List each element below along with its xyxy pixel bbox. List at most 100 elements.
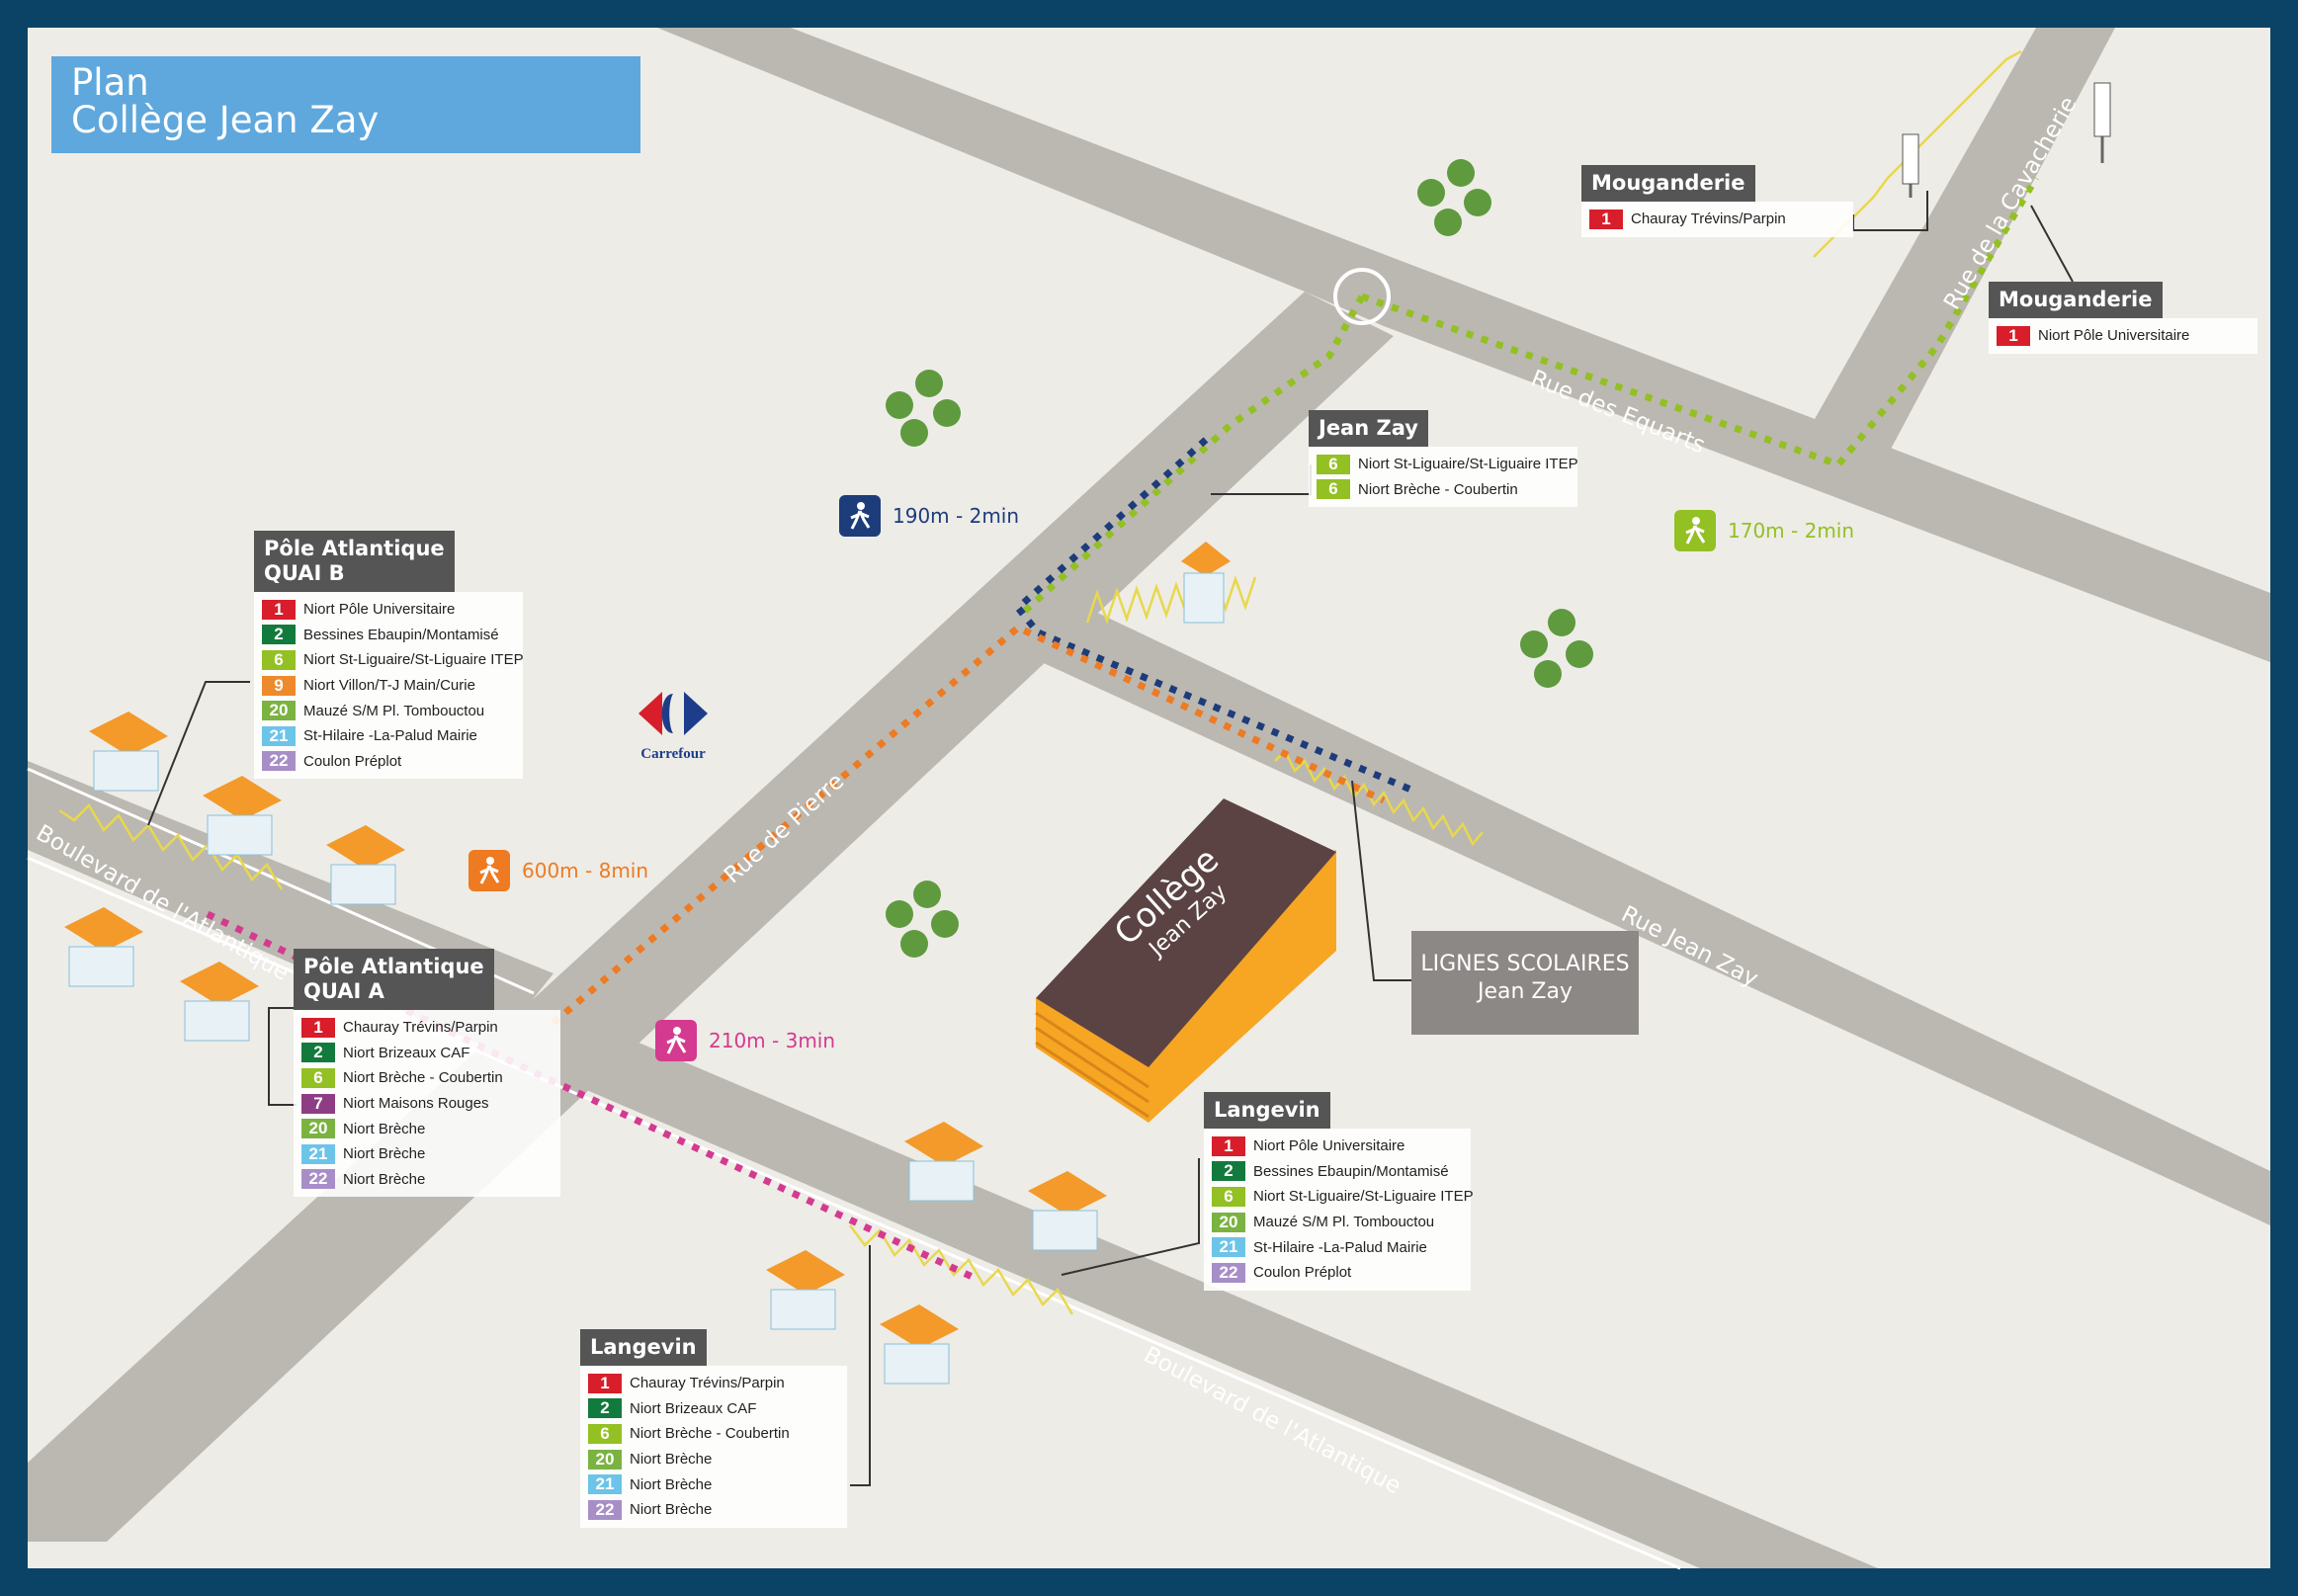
bus-line-badge: 21: [1212, 1237, 1245, 1258]
lignes-scolaires-title: LIGNES SCOLAIRES: [1420, 952, 1630, 976]
stop-name: Mouganderie: [1989, 282, 2163, 318]
bus-line-badge: 22: [262, 751, 296, 772]
tree-cluster: [886, 159, 1593, 958]
bus-line-badge: 2: [262, 625, 296, 645]
bus-line-badge: 21: [301, 1143, 335, 1164]
bus-line-destination: Chauray Trévins/Parpin: [343, 1019, 498, 1037]
bus-line-badge: 22: [1212, 1262, 1245, 1283]
pedestrian-icon: [468, 850, 510, 891]
bus-line-badge: 1: [1212, 1135, 1245, 1156]
stop-name-line-1: Pôle Atlantique: [264, 537, 445, 560]
walk-route-green: [1020, 294, 1366, 616]
bus-line-destination: Bessines Ebaupin/Montamisé: [1253, 1162, 1449, 1180]
bus-line-badge: 6: [1317, 479, 1350, 500]
bus-line-destination: Niort Brèche - Coubertin: [1358, 480, 1518, 498]
title-line-2: Collège Jean Zay: [71, 99, 380, 141]
walk-time-blue: 190m - 2min: [839, 495, 1019, 537]
bus-line-badge: 1: [301, 1017, 335, 1038]
bus-line-destination: Niort Pôle Universitaire: [1253, 1137, 1405, 1155]
walk-time-orange-label: 600m - 8min: [522, 859, 649, 882]
zigzag-mark: [1274, 748, 1484, 847]
lignes-scolaires-subtitle: Jean Zay: [1477, 979, 1573, 1004]
bus-line-row: 21 St-Hilaire -La-Palud Mairie: [262, 723, 515, 749]
zigzag-mark: [58, 802, 284, 890]
carrefour-logo: Carrefour: [629, 686, 718, 763]
bus-line-row: 7 Niort Maisons Rouges: [301, 1091, 553, 1117]
walk-time-green-label: 170m - 2min: [1728, 519, 1855, 543]
stop-name-line-2: QUAI B: [264, 561, 345, 585]
bus-line-badge: 6: [1212, 1186, 1245, 1207]
walk-time-orange: 600m - 8min: [468, 850, 648, 891]
pedestrian-icon: [655, 1020, 697, 1061]
bus-line-badge: 21: [262, 725, 296, 746]
bus-line-destination: Bessines Ebaupin/Montamisé: [303, 626, 499, 643]
bus-line-destination: Niort Pôle Universitaire: [303, 601, 456, 619]
carrefour-logo-icon: [638, 692, 708, 735]
bus-line-destination: Mauzé S/M Pl. Tombouctou: [303, 702, 485, 719]
bus-line-destination: Niort Brèche - Coubertin: [343, 1069, 503, 1087]
bus-line-badge: 1: [1997, 325, 2030, 346]
bus-line-badge: 7: [301, 1093, 335, 1114]
walk-time-blue-label: 190m - 2min: [893, 504, 1020, 528]
stop-name: Langevin: [1204, 1092, 1330, 1129]
bus-line-destination: Niort Maisons Rouges: [343, 1095, 489, 1113]
connector-lines: [147, 191, 2074, 1486]
bus-line-destination: Niort Brizeaux CAF: [630, 1399, 757, 1417]
bus-line-row: 1 Chauray Trévins/Parpin: [301, 1015, 553, 1041]
bus-line-row: 22 Coulon Préplot: [262, 749, 515, 775]
crossing-circle: [1333, 268, 1391, 325]
stop-name-line-1: Langevin: [590, 1335, 697, 1359]
bus-line-badge: 20: [262, 701, 296, 721]
bus-line-destination: Coulon Préplot: [303, 752, 402, 770]
stop-name: Langevin: [580, 1329, 707, 1366]
bus-line-destination: Niort Brèche: [630, 1451, 713, 1469]
zigzag-mark: [1085, 575, 1257, 625]
stop-name: Jean Zay: [1309, 410, 1428, 447]
stop-name-line-1: Langevin: [1214, 1098, 1320, 1122]
walk-time-green: 170m - 2min: [1674, 510, 1854, 551]
pedestrian-icon: [839, 495, 881, 537]
bus-line-destination: Niort Villon/T-J Main/Curie: [303, 677, 475, 695]
bus-line-destination: Niort Brèche: [343, 1170, 426, 1188]
stop-name: Mouganderie: [1581, 165, 1755, 202]
bus-line-row: 1 Niort Pôle Universitaire: [1212, 1134, 1463, 1159]
pedestrian-icon: [1674, 510, 1716, 551]
college-building: [1035, 798, 1336, 1123]
bus-line-badge: 1: [588, 1373, 622, 1393]
bus-line-destination: Coulon Préplot: [1253, 1264, 1352, 1282]
walk-time-pink: 210m - 3min: [655, 1020, 835, 1061]
bus-line-destination: Niort St-Liguaire/St-Liguaire ITEP: [303, 651, 524, 669]
carrefour-label: Carrefour: [640, 746, 706, 762]
stop-name-line-1: Mouganderie: [1591, 171, 1745, 195]
bus-line-badge: 6: [262, 649, 296, 670]
bus-line-destination: Chauray Trévins/Parpin: [1631, 210, 1786, 228]
bus-line-badge: 21: [588, 1474, 622, 1495]
bus-line-destination: Niort Brèche: [343, 1120, 426, 1137]
bus-line-badge: 20: [588, 1449, 622, 1470]
bus-line-badge: 6: [301, 1067, 335, 1088]
bus-line-destination: St-Hilaire -La-Palud Mairie: [303, 727, 477, 745]
